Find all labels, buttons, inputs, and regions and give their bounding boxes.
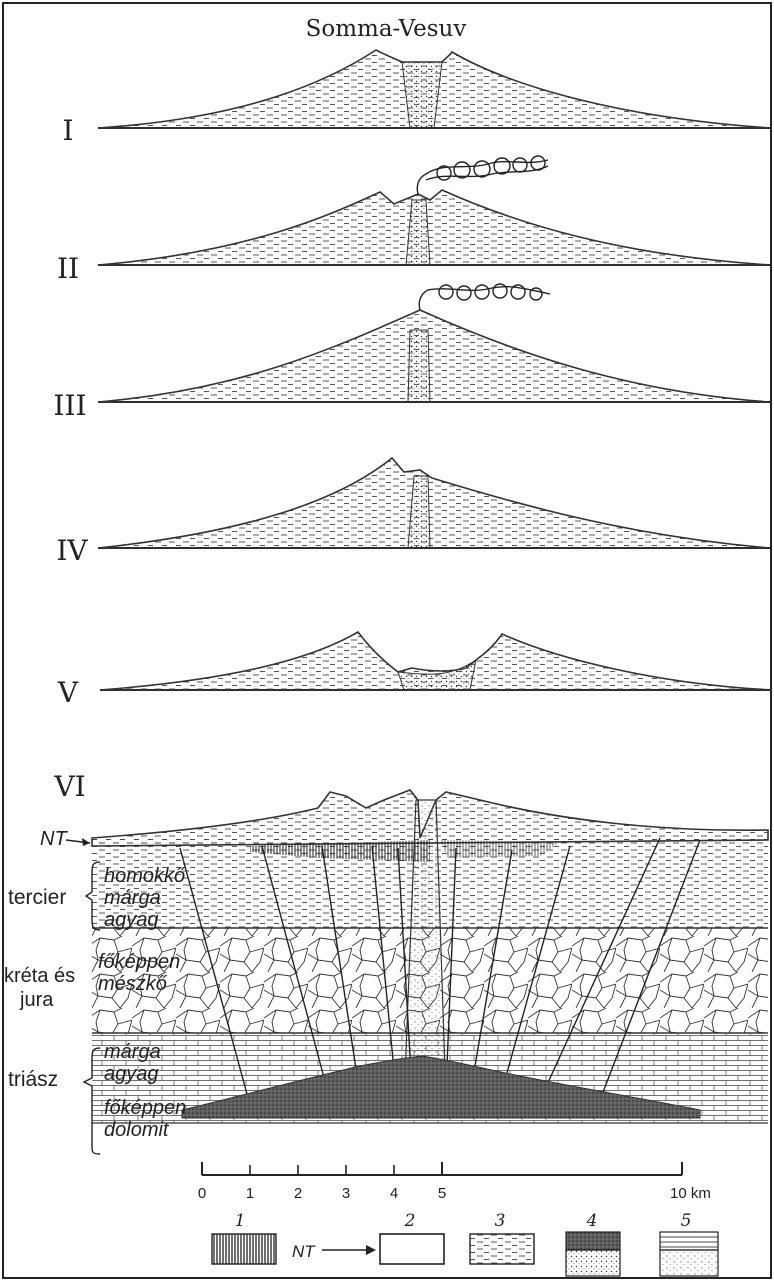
svg-text:kréta és: kréta és — [4, 965, 75, 987]
stage-v-label: V — [57, 676, 79, 709]
scale-tick-2: 2 — [294, 1185, 302, 1202]
svg-text:agyag: agyag — [104, 1063, 159, 1085]
stage-ii: II — [57, 156, 770, 285]
svg-text:2: 2 — [404, 1211, 416, 1231]
svg-text:agyag: agyag — [104, 909, 159, 931]
stage-vi-label: VI — [53, 770, 85, 803]
svg-text:dolomit: dolomit — [104, 1119, 170, 1141]
stage-ii-label: II — [57, 252, 79, 285]
stage-iii-label: III — [53, 389, 86, 422]
stage-iv-cone — [98, 458, 770, 548]
scale-tick-3: 3 — [342, 1185, 350, 1202]
legend-item-1: 1 — [212, 1211, 276, 1264]
svg-text:márga: márga — [104, 1041, 161, 1063]
svg-text:4: 4 — [586, 1211, 598, 1231]
scale-tick-4: 4 — [390, 1185, 398, 1202]
scale-tick-1: 1 — [246, 1185, 254, 1202]
stage-iii-plume — [419, 284, 550, 310]
svg-text:főképpen: főképpen — [104, 1097, 186, 1119]
svg-text:NT: NT — [292, 1242, 316, 1261]
scale-tick-5: 5 — [438, 1185, 446, 1202]
svg-text:tercier: tercier — [8, 886, 66, 909]
scale-tick-0: 0 — [198, 1185, 206, 1202]
svg-text:triász: triász — [8, 1068, 58, 1091]
stage-ii-cone — [98, 190, 770, 265]
figure-title: Somma-Vesuv — [306, 16, 467, 42]
stage-iii-cone — [98, 310, 770, 402]
stage-i-label: I — [62, 114, 73, 147]
stage-ii-plume — [417, 156, 548, 194]
svg-text:jura: jura — [19, 989, 54, 1011]
stage-iii: III — [53, 284, 770, 422]
stage-i: I — [62, 50, 770, 147]
stage-iv: IV — [56, 458, 770, 567]
svg-text:márga: márga — [104, 887, 161, 909]
legend-item-4: 4 — [566, 1211, 620, 1276]
legend: 1 NT 2 3 4 5 — [212, 1211, 718, 1276]
stage-vi-section: VI NT — [4, 770, 768, 1154]
stage-v: V — [57, 632, 772, 709]
stage-iii-conduit — [408, 330, 430, 402]
legend-item-2: NT 2 — [292, 1211, 444, 1264]
svg-text:3: 3 — [495, 1211, 506, 1231]
svg-text:főképpen: főképpen — [98, 951, 180, 973]
nt-label: NT — [40, 828, 68, 850]
stage-v-crater-floor — [398, 660, 476, 690]
svg-text:1: 1 — [235, 1211, 246, 1231]
svg-text:mészkő: mészkő — [98, 973, 168, 995]
legend-item-3: 3 — [470, 1211, 534, 1264]
legend-item-5: 5 — [660, 1211, 718, 1276]
scale-bar: 0 1 2 3 4 5 10 km — [198, 1162, 711, 1202]
stage-iv-label: IV — [56, 534, 88, 567]
svg-text:homokkő: homokkő — [104, 865, 186, 887]
svg-text:5: 5 — [681, 1211, 692, 1231]
scale-end-label: 10 km — [670, 1185, 711, 1202]
